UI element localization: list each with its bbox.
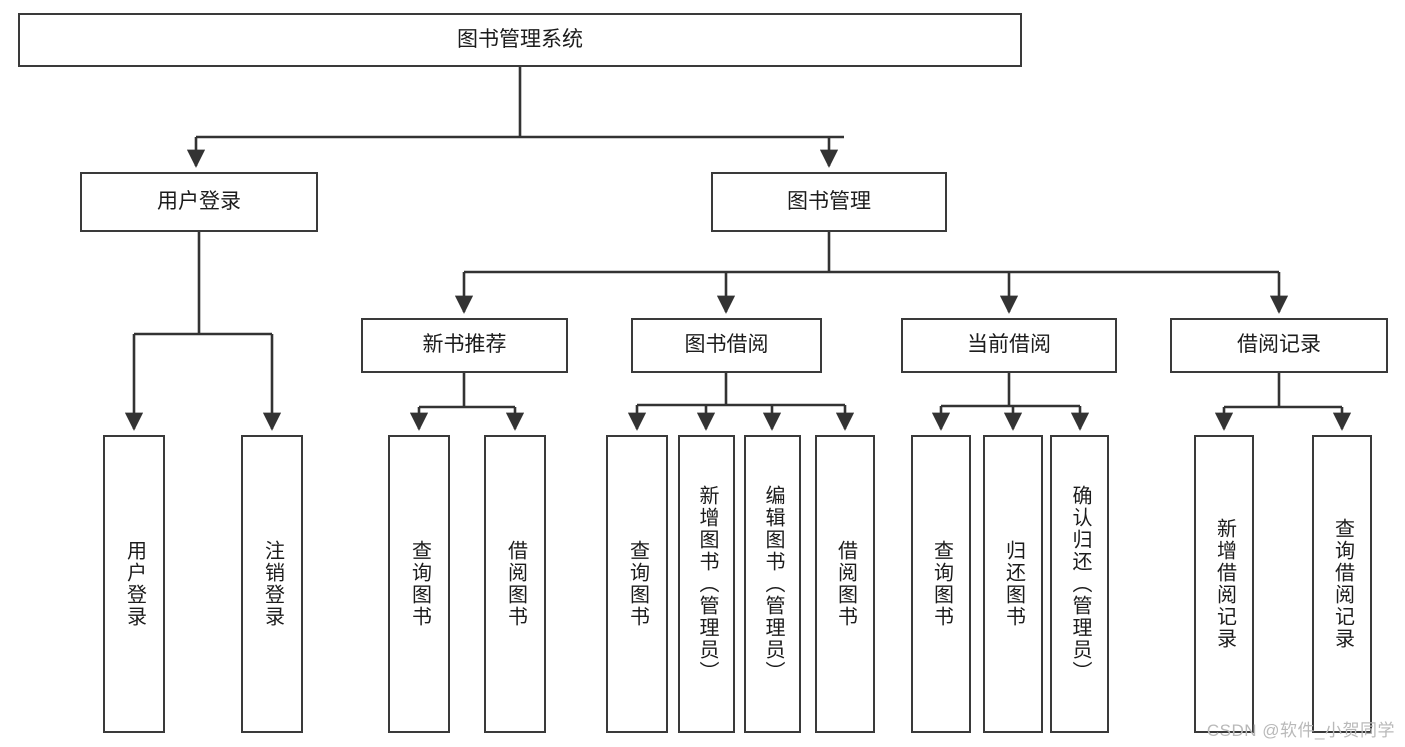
node-book-borrow[interactable]: 图书借阅 xyxy=(631,318,822,373)
node-label: 新增图书（管理员） xyxy=(696,485,718,683)
node-label: 借阅记录 xyxy=(1237,333,1321,357)
node-label: 借阅图书 xyxy=(504,540,527,628)
node-label: 图书借阅 xyxy=(684,333,769,357)
leaf-query-book-current[interactable]: 查询图书 xyxy=(911,435,971,733)
node-label: 用户登录 xyxy=(157,189,241,213)
leaf-logout[interactable]: 注销登录 xyxy=(241,435,303,733)
node-book-management[interactable]: 图书管理 xyxy=(711,172,947,232)
leaf-return-book[interactable]: 归还图书 xyxy=(983,435,1043,733)
leaf-borrow-book-recommend[interactable]: 借阅图书 xyxy=(484,435,546,733)
node-borrow-record[interactable]: 借阅记录 xyxy=(1170,318,1388,373)
node-label: 确认归还（管理员） xyxy=(1069,485,1091,683)
leaf-confirm-return-admin[interactable]: 确认归还（管理员） xyxy=(1050,435,1109,733)
node-label: 图书管理系统 xyxy=(457,27,583,51)
node-label: 查询图书 xyxy=(626,540,649,628)
node-current-borrow[interactable]: 当前借阅 xyxy=(901,318,1117,373)
node-label: 查询图书 xyxy=(408,540,431,628)
node-new-book-recommend[interactable]: 新书推荐 xyxy=(361,318,568,373)
node-label: 注销登录 xyxy=(261,540,284,628)
leaf-query-book-borrow[interactable]: 查询图书 xyxy=(606,435,668,733)
node-label: 查询借阅记录 xyxy=(1331,518,1354,650)
leaf-query-book-recommend[interactable]: 查询图书 xyxy=(388,435,450,733)
leaf-query-borrow-record[interactable]: 查询借阅记录 xyxy=(1312,435,1372,733)
node-label: 编辑图书（管理员） xyxy=(762,485,784,683)
node-label: 借阅图书 xyxy=(834,540,857,628)
node-label: 当前借阅 xyxy=(967,333,1051,357)
node-label: 新书推荐 xyxy=(422,333,507,357)
leaf-add-book-admin[interactable]: 新增图书（管理员） xyxy=(678,435,735,733)
leaf-add-borrow-record[interactable]: 新增借阅记录 xyxy=(1194,435,1254,733)
node-label: 归还图书 xyxy=(1002,540,1025,628)
node-user-login[interactable]: 用户登录 xyxy=(80,172,318,232)
leaf-edit-book-admin[interactable]: 编辑图书（管理员） xyxy=(744,435,801,733)
node-label: 查询图书 xyxy=(930,540,953,628)
node-label: 新增借阅记录 xyxy=(1213,518,1236,650)
node-root-system[interactable]: 图书管理系统 xyxy=(18,13,1022,67)
leaf-user-login[interactable]: 用户登录 xyxy=(103,435,165,733)
node-label: 用户登录 xyxy=(123,540,146,628)
node-label: 图书管理 xyxy=(787,189,871,213)
leaf-borrow-book[interactable]: 借阅图书 xyxy=(815,435,875,733)
